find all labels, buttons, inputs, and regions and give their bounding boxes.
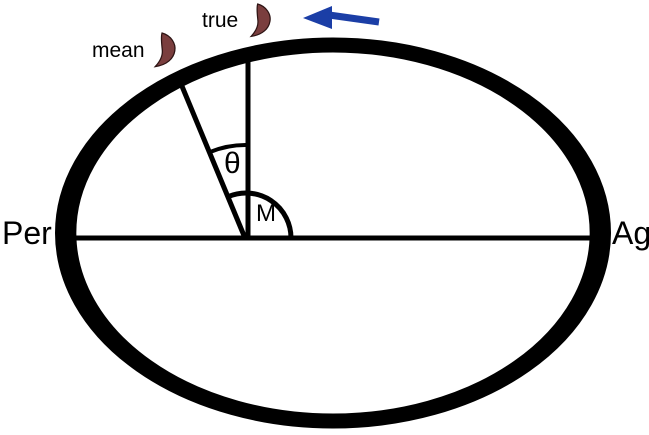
theta-angle-label: θ bbox=[224, 147, 241, 180]
direction-arrow-icon bbox=[303, 6, 380, 29]
perigee-label: Per bbox=[2, 215, 52, 251]
mean-anomaly-line bbox=[176, 78, 248, 239]
apogee-label: Ag bbox=[612, 215, 649, 251]
orbit-ellipse bbox=[54, 37, 612, 429]
mean-anomaly-label: M bbox=[256, 200, 276, 227]
true-moon-label: true bbox=[202, 9, 239, 32]
mean-moon-icon bbox=[153, 32, 176, 68]
mean-anomaly-arc bbox=[227, 190, 294, 239]
theta-angle-arc bbox=[209, 142, 249, 154]
mean-moon-label: mean bbox=[92, 39, 145, 62]
true-moon-icon bbox=[249, 3, 271, 38]
